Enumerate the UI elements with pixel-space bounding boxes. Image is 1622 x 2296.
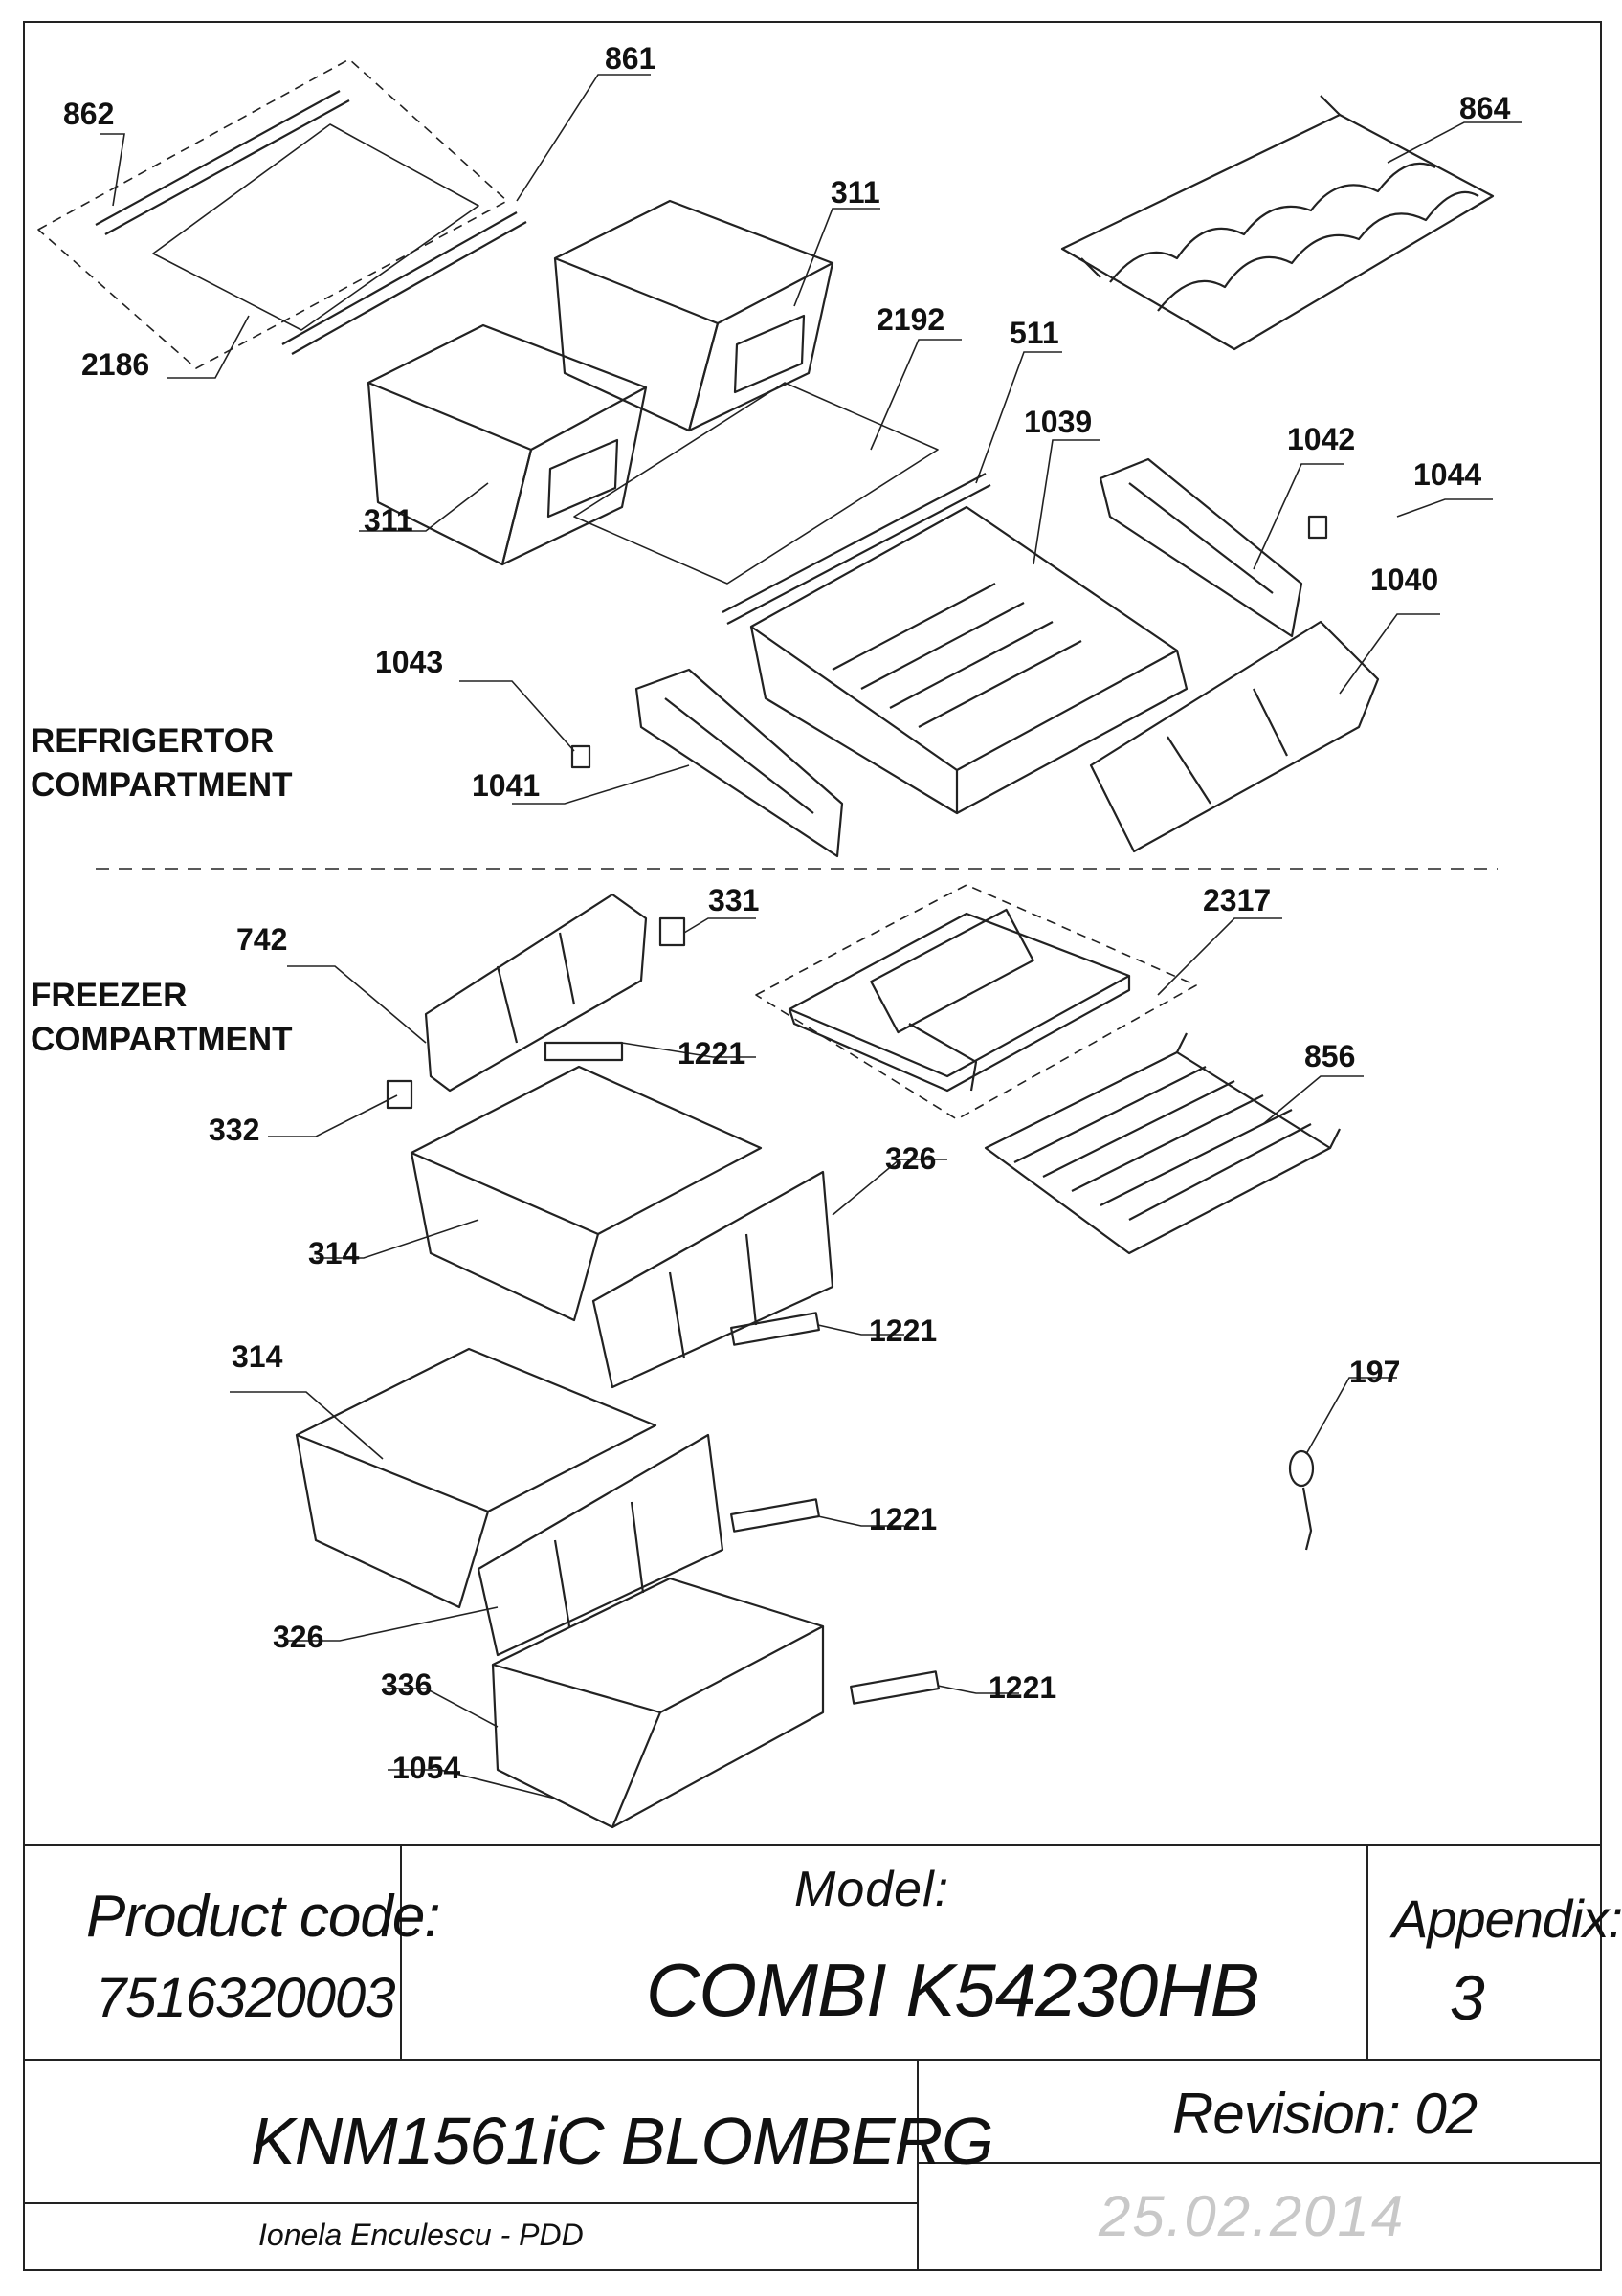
callout-332: 332 [209, 1113, 260, 1147]
title-block-top-border [23, 1844, 1602, 1846]
callout-336: 336 [381, 1667, 433, 1702]
callout-864: 864 [1459, 91, 1511, 125]
callout-1039: 1039 [1024, 405, 1093, 439]
callout-856: 856 [1304, 1039, 1356, 1073]
appendix-value: 3 [1450, 1962, 1485, 2033]
callout-1054: 1054 [392, 1751, 461, 1785]
ice-tray-2317 [755, 884, 1197, 1120]
freezer-compartment-label: FREEZER COMPARTMENT [31, 974, 293, 1061]
callout-314: 314 [232, 1339, 283, 1374]
callout-2317: 2317 [1203, 883, 1272, 917]
product-code-label: Product code: [86, 1884, 441, 1950]
title-block-divider [917, 2162, 1602, 2164]
crisper-tray-1039 [749, 505, 1189, 815]
wine-rack-864 [1060, 95, 1495, 351]
probe-197 [1288, 1449, 1315, 1551]
freezer-drawer-314-lower [295, 1347, 820, 1657]
callout-1221: 1221 [989, 1670, 1057, 1705]
callout-1040: 1040 [1370, 563, 1439, 597]
callout-326: 326 [273, 1620, 324, 1654]
glass-cover-2192 [573, 382, 939, 585]
callout-1041: 1041 [472, 768, 541, 803]
section-label-line: COMPARTMENT [31, 765, 293, 804]
callout-326: 326 [885, 1141, 937, 1176]
title-block-divider [23, 2202, 919, 2204]
callout-861: 861 [605, 41, 656, 76]
model-label: Model: [794, 1862, 950, 1917]
freezer-flap-742 [424, 893, 648, 1093]
exploded-view-drawing [37, 58, 1522, 1829]
crisper-drawer-311-front [367, 323, 648, 566]
product-name: KNM1561iC BLOMBERG [251, 2104, 994, 2178]
callout-311: 311 [831, 175, 880, 210]
title-block-divider [917, 2059, 919, 2271]
callout-1043: 1043 [375, 645, 444, 679]
crisper-drawer-311-rear [553, 199, 834, 432]
callout-2192: 2192 [877, 302, 945, 337]
refrigerator-compartment-label: REFRIGERTOR COMPARTMENT [31, 719, 293, 806]
revision: Revision: 02 [1172, 2082, 1478, 2146]
callout-197: 197 [1349, 1355, 1401, 1389]
product-code-value: 7516320003 [96, 1967, 396, 2029]
section-label-line: FREEZER [31, 977, 188, 1014]
callout-2186: 2186 [81, 347, 150, 382]
callout-331: 331 [708, 883, 760, 917]
callout-1221: 1221 [869, 1502, 938, 1536]
crisper-cover-1040 [1089, 620, 1380, 853]
callout-1221: 1221 [678, 1036, 746, 1071]
appendix-label: Appendix: [1392, 1888, 1622, 1949]
callout-742: 742 [236, 922, 288, 957]
callout-1044: 1044 [1413, 457, 1482, 492]
title-block-mid-border [23, 2059, 1602, 2061]
section-label-line: COMPARTMENT [31, 1020, 293, 1058]
section-label-line: REFRIGERTOR [31, 722, 275, 760]
model-value: COMBI K54230HB [646, 1948, 1260, 2032]
title-block-divider [1366, 1844, 1368, 2059]
callout-862: 862 [63, 97, 115, 131]
drawing-frame [23, 21, 1602, 2271]
callout-1221: 1221 [869, 1314, 938, 1348]
title-block-divider [400, 1844, 402, 2059]
rail-1041 [634, 668, 844, 858]
date: 25.02.2014 [1099, 2184, 1406, 2248]
hinge-332 [386, 1079, 413, 1110]
hinge-331 [658, 916, 686, 947]
rail-1042 [1099, 457, 1303, 638]
wire-shelf-856 [984, 1032, 1341, 1255]
glass-shelf-2186 [37, 58, 527, 369]
callout-314: 314 [308, 1236, 360, 1270]
author: Ionela Enculescu - PDD [258, 2218, 584, 2252]
callout-1042: 1042 [1287, 422, 1356, 456]
clip-1043 [570, 744, 591, 769]
freezer-drawer-336 [491, 1577, 940, 1829]
callout-511: 511 [1010, 316, 1059, 350]
profile-strip-511 [722, 473, 991, 625]
callout-311: 311 [364, 503, 413, 538]
clip-1044 [1307, 515, 1328, 540]
freezer-drawer-314-upper [410, 1065, 834, 1389]
